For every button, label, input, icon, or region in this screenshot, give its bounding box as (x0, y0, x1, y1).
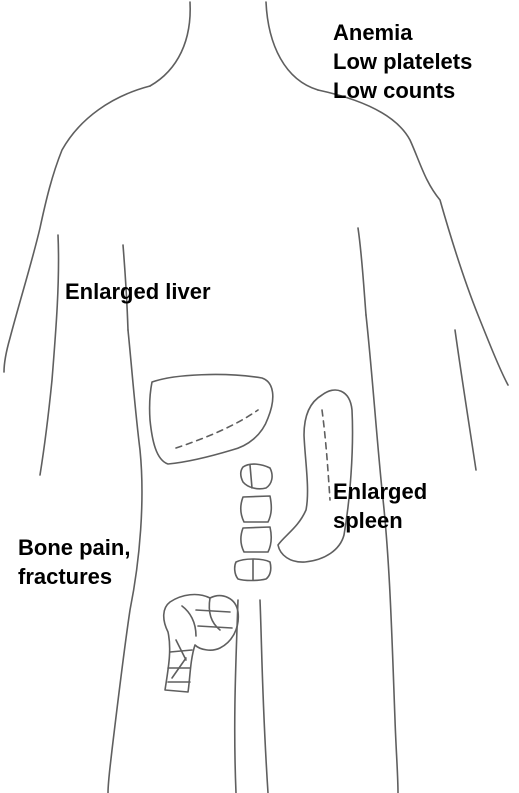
symptom-anemia: Anemia (333, 18, 472, 47)
neck-left-outline (150, 2, 190, 86)
symptoms-label: Anemia Low platelets Low counts (333, 18, 472, 105)
leg-inner-right-outline (260, 600, 268, 793)
enlarged-spleen-label: Enlarged spleen (333, 477, 427, 535)
right-shoulder-arm-outline (318, 90, 508, 385)
neck-right-outline (266, 2, 318, 90)
torso-right-outline (366, 315, 398, 793)
vertebrae-column (235, 464, 272, 580)
liver-label-text: Enlarged liver (65, 277, 211, 306)
symptom-low-platelets: Low platelets (333, 47, 472, 76)
left-arm-inner-outline (40, 235, 59, 475)
liver-shape (150, 375, 273, 464)
pelvis-bone-shape (164, 595, 239, 692)
spleen-label-line-2: spleen (333, 506, 427, 535)
right-armpit-line (358, 228, 366, 315)
enlarged-liver-label: Enlarged liver (65, 277, 211, 306)
bone-label-line-2: fractures (18, 562, 130, 591)
bone-pain-label: Bone pain, fractures (18, 533, 130, 591)
right-arm-inner-outline (455, 330, 476, 470)
symptom-low-counts: Low counts (333, 76, 472, 105)
spleen-label-line-1: Enlarged (333, 477, 427, 506)
bone-label-line-1: Bone pain, (18, 533, 130, 562)
